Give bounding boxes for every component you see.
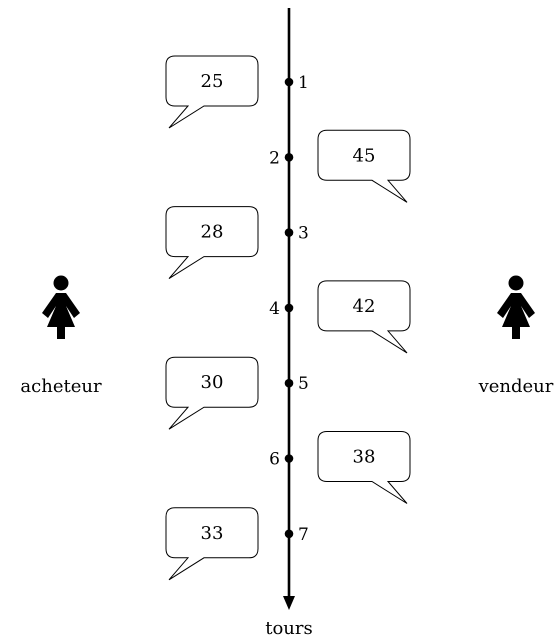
seller-label: vendeur xyxy=(478,376,554,397)
round-4: 4 42 xyxy=(269,280,411,354)
round-number: 7 xyxy=(298,525,309,545)
buyer-party: acheteur xyxy=(20,275,102,397)
round-marker xyxy=(284,529,294,539)
offer-value: 42 xyxy=(353,296,376,317)
round-number: 4 xyxy=(269,299,280,319)
speech-bubble xyxy=(165,55,259,129)
round-number: 5 xyxy=(298,374,309,394)
offer-value: 33 xyxy=(201,523,224,544)
offer-value: 25 xyxy=(201,71,224,92)
round-3: 3 28 xyxy=(165,206,309,280)
round-marker xyxy=(284,77,294,87)
round-marker xyxy=(284,378,294,388)
round-number: 6 xyxy=(269,450,280,470)
speech-bubble xyxy=(317,280,411,354)
round-5: 5 30 xyxy=(165,356,309,430)
speech-bubble xyxy=(317,129,411,203)
buyer-label: acheteur xyxy=(20,376,102,397)
speech-bubble xyxy=(165,356,259,430)
offer-value: 28 xyxy=(201,222,224,243)
round-6: 6 38 xyxy=(269,431,411,504)
round-marker xyxy=(284,228,294,237)
offer-value: 30 xyxy=(201,372,224,393)
offer-value: 38 xyxy=(353,447,376,468)
woman-icon xyxy=(497,275,535,339)
round-number: 1 xyxy=(298,73,309,93)
round-number: 2 xyxy=(269,148,280,168)
round-7: 7 33 xyxy=(165,507,309,581)
woman-icon xyxy=(42,275,80,339)
seller-party: vendeur xyxy=(478,275,554,397)
round-1: 1 25 xyxy=(165,55,309,129)
rounds-layer: 1 25 2 45 3 28 4 42 5 30 6 38 7 33 xyxy=(165,55,411,581)
time-axis-arrowhead xyxy=(283,596,295,610)
offer-value: 45 xyxy=(353,145,376,166)
round-2: 2 45 xyxy=(269,129,411,203)
speech-bubble xyxy=(165,507,259,581)
round-marker xyxy=(284,454,294,463)
round-number: 3 xyxy=(298,224,309,244)
speech-bubble xyxy=(165,206,259,280)
axis-label: tours xyxy=(265,618,313,639)
speech-bubble xyxy=(317,431,411,504)
round-marker xyxy=(284,153,294,162)
round-marker xyxy=(284,303,294,313)
